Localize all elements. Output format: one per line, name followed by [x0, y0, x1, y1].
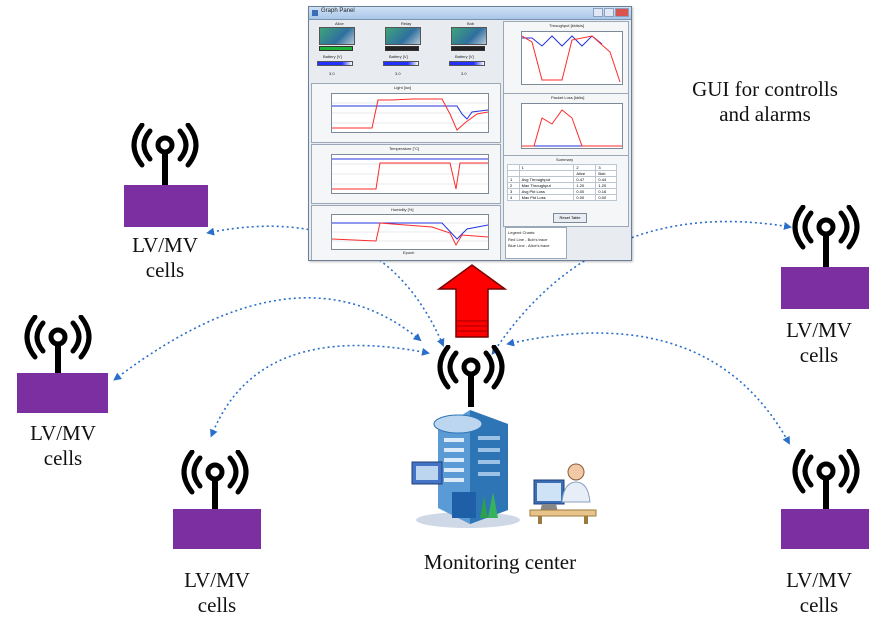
table-cell: 4 [507, 194, 520, 201]
table-row: 3 Avg Pkt Loss 0.00 0.16 [507, 188, 617, 195]
summary-title: Summary [556, 157, 574, 162]
cell-caption-bottom-right: LV/MV cells [760, 568, 878, 618]
node-status-bob [451, 46, 485, 51]
light-title: Light [lux] [394, 85, 412, 90]
temperature-title: Temperature [°C] [389, 146, 420, 151]
throughput-plot [521, 31, 623, 85]
cell-caption-line2: cells [145, 258, 185, 282]
packet-loss-plot [521, 103, 623, 149]
table-cell: Max Pkt Loss [518, 194, 575, 201]
node-label-alice: Alice [335, 21, 344, 26]
gui-window-title: Graph Panel [321, 8, 355, 14]
cell-caption-line1: LV/MV [786, 318, 852, 342]
temperature-plot [331, 154, 489, 194]
cell-caption-line2: cells [197, 593, 237, 617]
antenna-icon [181, 450, 249, 512]
node-board-relay [385, 27, 421, 45]
cell-caption-mid-left: LV/MV cells [0, 421, 126, 471]
window-controls [593, 8, 629, 17]
app-icon [312, 10, 318, 16]
maximize-icon [604, 8, 614, 17]
gui-window: Graph Panel Alice Relay Bob Battery [V] … [308, 6, 632, 261]
cell-caption-line2: cells [799, 593, 839, 617]
cell-caption-top-right: LV/MV cells [760, 318, 878, 368]
cell-caption-line2: cells [799, 343, 839, 367]
cell-caption-top-left: LV/MV cells [100, 233, 230, 283]
battery-gauge-relay [383, 61, 419, 66]
antenna-icon [131, 123, 199, 185]
cell-box-top-left [124, 185, 208, 227]
humidity-title: Humidity [%] [391, 207, 414, 212]
packet-loss-title: Packet Loss [kbits] [551, 95, 585, 100]
humidity-plot [331, 214, 489, 250]
gui-caption-line1: GUI for controlls [692, 77, 838, 101]
close-icon [615, 8, 629, 17]
table-row: 4 Max Pkt Loss 0.00 0.00 [507, 194, 617, 201]
node-board-alice [319, 27, 355, 45]
antenna-icon [792, 205, 860, 267]
legend-red: Red Line - Bob's trace [508, 237, 548, 242]
cell-caption-line1: LV/MV [30, 421, 96, 445]
node-label-bob: Bob [467, 21, 475, 26]
battery-value-alice: 3.0 [329, 71, 335, 76]
battery-value-relay: 3.0 [395, 71, 401, 76]
battery-gauge-bob [449, 61, 485, 66]
battery-gauge-alice [317, 61, 353, 66]
node-status-alice [319, 46, 353, 51]
cell-caption-line1: LV/MV [132, 233, 198, 257]
battery-label-relay: Battery [V] [389, 54, 408, 59]
antenna-icon [24, 315, 92, 377]
summary-table: 1 2 3 Alice Bob 1 Avg Throughput 0.47 0.… [507, 164, 617, 201]
link-bottom-left [210, 344, 430, 438]
epoch-axis-label: Epoch [403, 250, 415, 255]
legend-blue: Blue Line - Alice's trace [508, 243, 550, 248]
cell-box-bottom-right [781, 509, 869, 549]
cell-caption-bottom-left: LV/MV cells [152, 568, 282, 618]
operator-icon [529, 463, 597, 524]
antenna-icon [792, 449, 860, 511]
throughput-title: Throughput [kbits/s] [549, 23, 585, 28]
minimize-icon [593, 8, 603, 17]
cell-box-bottom-left [173, 509, 261, 549]
building-icon [411, 410, 520, 528]
gui-caption: GUI for controlls and alarms [665, 77, 865, 127]
antenna-icon [437, 345, 505, 407]
cell-box-mid-left [17, 373, 108, 413]
link-bottom-right [506, 332, 790, 445]
cell-caption-line2: cells [43, 446, 83, 470]
cell-caption-line1: LV/MV [184, 568, 250, 592]
light-plot [331, 93, 489, 133]
node-label-relay: Relay [401, 21, 412, 26]
monitoring-center-caption: Monitoring center [423, 550, 577, 574]
legend-title: Legend Charts: [508, 230, 536, 235]
link-top-right [491, 220, 792, 355]
reset-table-button[interactable]: Reset Table [553, 213, 587, 223]
up-arrow-icon [437, 264, 507, 338]
battery-label-alice: Battery [V] [323, 54, 342, 59]
cell-caption-line1: LV/MV [786, 568, 852, 592]
node-status-relay [385, 46, 419, 51]
link-mid-left [113, 297, 422, 381]
table-cell: 0.00 [573, 194, 597, 201]
battery-label-bob: Battery [V] [455, 54, 474, 59]
table-cell: 0.00 [595, 194, 617, 201]
cell-box-top-right [781, 267, 869, 309]
legend-panel [505, 227, 567, 259]
node-board-bob [451, 27, 487, 45]
gui-titlebar: Graph Panel [309, 7, 631, 20]
battery-value-bob: 3.0 [461, 71, 467, 76]
gui-caption-line2: and alarms [719, 102, 811, 126]
